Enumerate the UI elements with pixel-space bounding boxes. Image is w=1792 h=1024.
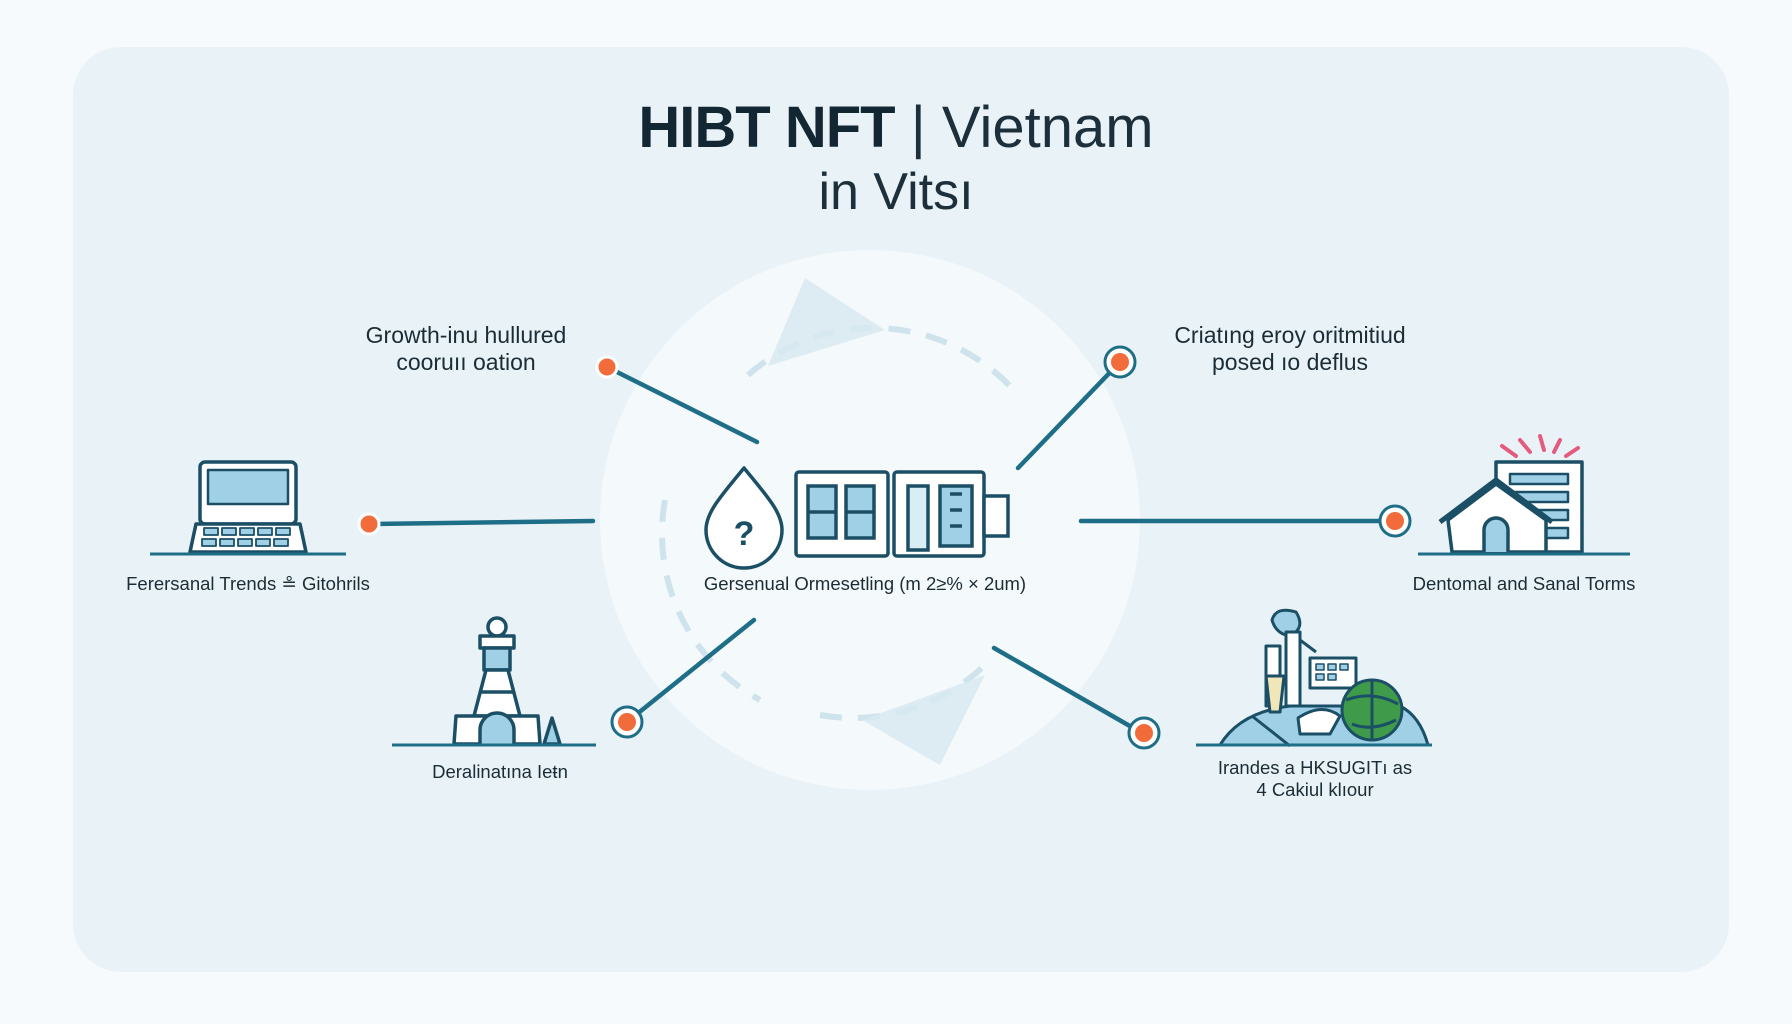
laptop-icon (150, 460, 346, 556)
label-bottom-left: Deralinatına Ieŧn (432, 761, 568, 782)
label-top-left-line2: cooruıı oation (396, 349, 536, 375)
water-drop-question-icon: ? (704, 466, 784, 570)
machine-panel-icon (892, 470, 1010, 558)
center-caption: Gersenual Ormesetling (m 2≥% × 2um) (703, 573, 1027, 594)
lab-globe-icon (1196, 608, 1432, 748)
label-top-left: Growth-inu hullured cooruıı oation (316, 322, 616, 376)
tower-icon (392, 616, 596, 747)
dashed-arc-left (658, 499, 762, 703)
connector-bottom-right (991, 645, 1145, 736)
house-building-icon (1418, 434, 1630, 556)
title-rest: | Vietnam (910, 95, 1154, 160)
label-mid-left: Ferersanal Trends ≗ Gitohrils (126, 573, 370, 594)
title-bold: HIBT NFT (638, 95, 895, 160)
dot-top-right (1103, 345, 1137, 379)
dot-bottom-right (1127, 716, 1161, 750)
connector-top-left (604, 364, 760, 445)
label-bottom-right-line2: 4 Cakiul klıour (1256, 779, 1374, 800)
connector-top-right (1015, 359, 1123, 471)
connector-mid-left (366, 518, 596, 527)
burst-icon (1500, 434, 1580, 458)
dot-top-left (595, 355, 619, 379)
page-title: HIBT NFT | Vietnam (0, 95, 1792, 161)
faint-triangle-top (768, 278, 885, 366)
faint-triangle-bottom (862, 675, 985, 765)
dot-bottom-left (610, 705, 644, 739)
label-top-right-line2: posed ıo deflus (1211, 349, 1368, 375)
label-top-right: Criatıng eroy oritmitiud posed ıo deflus (1120, 322, 1460, 376)
question-glyph: ? (734, 515, 755, 553)
page-subtitle: in Vitsı (818, 163, 974, 221)
connector-bottom-left (624, 617, 757, 725)
label-top-right-line1: Criatıng eroy oritmitiud (1174, 322, 1406, 348)
server-rack-icon (794, 470, 890, 558)
label-bottom-right: Irandes a HKSUGITı as 4 Cakiul klıour (1170, 757, 1460, 801)
dot-mid-right (1378, 504, 1412, 538)
dot-mid-left (357, 512, 381, 536)
label-bottom-right-line1: Irandes a HKSUGITı as (1217, 757, 1413, 778)
label-top-left-line1: Growth-inu hullured (365, 322, 567, 348)
label-mid-right: Dentomal and Sanal Torms (1412, 573, 1636, 594)
